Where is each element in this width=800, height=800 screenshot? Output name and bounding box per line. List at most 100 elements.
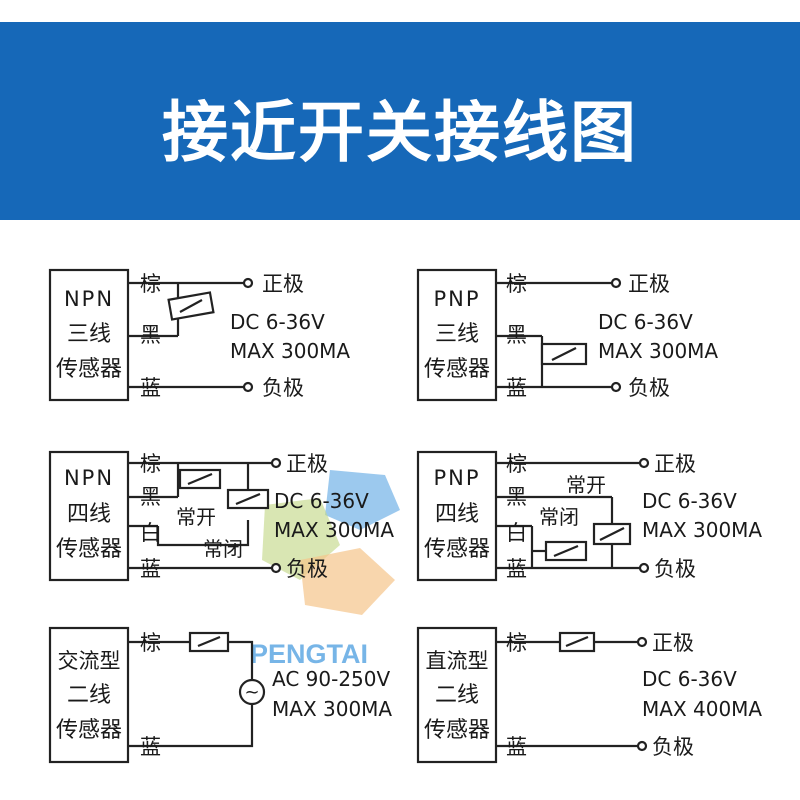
sensor-type-label: 传感器 — [56, 537, 122, 562]
brown-wire-label: 棕 — [506, 452, 527, 476]
current-spec: MAX 300MA — [642, 518, 762, 542]
sensor-box — [48, 626, 130, 764]
sensor-type-label: 传感器 — [424, 537, 490, 562]
relay-slash — [197, 635, 221, 648]
positive-terminal-label: 正极 — [652, 631, 694, 655]
sensor-type-label: 交流型 — [58, 649, 121, 673]
brown-wire-label: 棕 — [506, 631, 527, 655]
relay-slash — [553, 544, 579, 558]
white-wire-label: 白 — [506, 521, 527, 545]
positive-terminal-label: 正极 — [654, 452, 696, 476]
voltage-spec: AC 90-250V — [272, 667, 390, 691]
brown-wire-label: 棕 — [506, 272, 527, 296]
negative-terminal-label: 负极 — [628, 376, 670, 400]
current-spec: MAX 400MA — [642, 697, 762, 721]
sensor-type-label: 直流型 — [426, 649, 489, 673]
current-spec: MAX 300MA — [272, 697, 392, 721]
watermark-orange-shape — [300, 548, 395, 615]
positive-terminal-label: 正极 — [286, 452, 328, 476]
black-wire-label: 黑 — [140, 485, 161, 509]
sensor-type-label: 三线 — [67, 322, 111, 347]
positive-terminal — [242, 277, 254, 289]
sensor-type-label: 传感器 — [56, 718, 122, 743]
panel-pnp-four-wire — [416, 450, 650, 582]
blue-wire-label: 蓝 — [506, 557, 527, 581]
panel-ac-two-wire — [48, 626, 266, 764]
sensor-box — [416, 450, 498, 582]
black-wire-label: 黑 — [506, 485, 527, 509]
blue-wire-label: 蓝 — [140, 557, 161, 581]
watermark-blue-shape — [325, 470, 400, 530]
relay-slash — [551, 347, 577, 361]
sensor-type-label: 三线 — [435, 322, 479, 347]
voltage-spec: DC 6-36V — [230, 310, 325, 334]
normally-closed-label: 常闭 — [539, 505, 579, 529]
blue-wire-label: 蓝 — [140, 735, 161, 759]
sensor-type-label: NPN — [64, 466, 114, 490]
blue-wire-label: 蓝 — [140, 376, 161, 400]
positive-terminal — [270, 457, 282, 469]
sensor-box — [48, 450, 130, 582]
relay-slash — [565, 635, 589, 648]
normally-open-label: 常开 — [566, 473, 606, 497]
top-margin — [0, 0, 800, 22]
normally-closed-label: 常闭 — [203, 537, 243, 561]
negative-terminal — [636, 740, 648, 752]
negative-terminal — [270, 562, 282, 574]
blue-wire-label: 蓝 — [506, 376, 527, 400]
title-banner — [0, 22, 800, 220]
watermark-logo: PENGTAI — [250, 470, 400, 669]
ac-symbol-label: ~ — [244, 682, 259, 703]
sensor-type-label: PNP — [433, 466, 480, 490]
sensor-type-label: 二线 — [67, 683, 111, 708]
negative-terminal-label: 负极 — [286, 557, 328, 581]
current-spec: MAX 300MA — [274, 518, 394, 542]
brown-wire-label: 棕 — [140, 452, 161, 476]
sensor-type-label: 传感器 — [56, 357, 122, 382]
sensor-type-label: 四线 — [435, 502, 479, 527]
relay-slash — [235, 492, 261, 506]
panel-npn-four-wire — [48, 450, 282, 582]
voltage-spec: DC 6-36V — [598, 310, 693, 334]
page-title: 接近开关接线图 — [162, 94, 638, 171]
sensor-type-label: 传感器 — [424, 357, 490, 382]
relay-slash — [187, 472, 213, 486]
panel-pnp-three-wire — [416, 268, 622, 402]
negative-terminal — [242, 381, 254, 393]
sensor-type-label: 四线 — [67, 502, 111, 527]
negative-terminal — [638, 562, 650, 574]
sensor-type-label: PNP — [433, 287, 480, 311]
sensor-type-label: NPN — [64, 287, 114, 311]
positive-terminal-label: 正极 — [628, 272, 670, 296]
positive-terminal — [636, 636, 648, 648]
white-wire-label: 白 — [140, 521, 161, 545]
sensor-type-label: 传感器 — [424, 718, 490, 743]
brown-wire-label: 棕 — [140, 631, 161, 655]
relay-slash — [179, 299, 203, 313]
voltage-spec: DC 6-36V — [642, 489, 737, 513]
positive-terminal — [638, 457, 650, 469]
negative-terminal-label: 负极 — [654, 557, 696, 581]
negative-terminal-label: 负极 — [262, 376, 304, 400]
relay-slash — [599, 527, 625, 541]
negative-terminal-label: 负极 — [652, 735, 694, 759]
sensor-type-label: 二线 — [435, 683, 479, 708]
blue-wire — [128, 704, 254, 748]
positive-terminal-label: 正极 — [262, 272, 304, 296]
positive-terminal — [610, 277, 622, 289]
nc-load-wire — [156, 520, 250, 547]
brown-wire-label: 棕 — [140, 272, 161, 296]
black-wire-label: 黑 — [140, 323, 161, 347]
current-spec: MAX 300MA — [230, 339, 350, 363]
current-spec: MAX 300MA — [598, 339, 718, 363]
watermark-text: PENGTAI — [250, 639, 368, 669]
sensor-box — [416, 626, 498, 764]
panel-npn-three-wire — [48, 268, 254, 402]
normally-open-label: 常开 — [176, 505, 216, 529]
blue-wire-label: 蓝 — [506, 735, 527, 759]
voltage-spec: DC 6-36V — [274, 489, 369, 513]
negative-terminal — [610, 381, 622, 393]
voltage-spec: DC 6-36V — [642, 667, 737, 691]
load-to-source-wire — [228, 640, 254, 680]
